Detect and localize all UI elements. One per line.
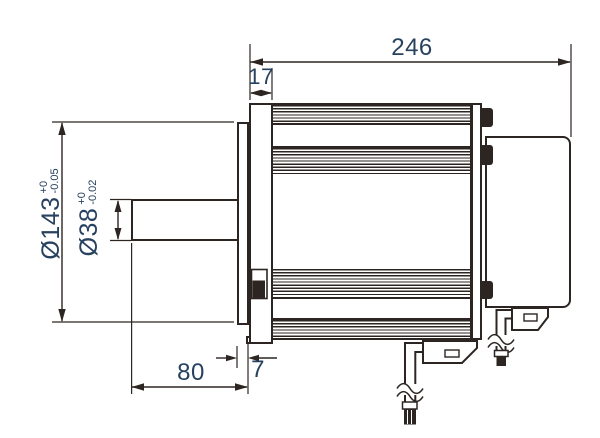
cable-connector-left-stripes [407, 410, 412, 424]
arrow-7-left [226, 354, 237, 362]
arrow-80-left [131, 383, 144, 391]
arrow-246-right [558, 58, 571, 66]
cable-gland-body-detail [444, 349, 460, 358]
flange-diameter-label: Ø143 +0 -0.05 [36, 153, 66, 275]
overall-length-label: 246 [391, 34, 433, 61]
cable-gland-body [422, 340, 478, 364]
arrow-7-right [248, 354, 259, 362]
flange-thickness-label: 7 [251, 356, 265, 383]
rear-end-plate [471, 103, 482, 340]
front-housing-boss-fill [252, 280, 265, 298]
fin-band-bottom-1 [273, 269, 470, 299]
terminal-box [485, 136, 571, 308]
arrow-80-right [235, 383, 248, 391]
shaft-length-label: 80 [177, 359, 205, 386]
terminal-stud-1 [480, 108, 493, 127]
cable-break-symbol-right-2 [487, 341, 515, 354]
fin-band-top-2 [273, 146, 470, 176]
cable-break-symbol-left-1 [396, 382, 424, 395]
flange-diameter-tolerance: +0 -0.05 [37, 168, 62, 194]
mounting-flange-plate [237, 122, 249, 325]
cable-break-symbol-right-1 [487, 333, 515, 346]
arrow-d143-bottom [58, 309, 66, 322]
shaft-diameter-label: Ø38 +0 -0.02 [74, 163, 104, 273]
arrow-246-left [250, 58, 263, 66]
flange-diameter-value: Ø143 [36, 196, 65, 260]
terminal-stud-2 [480, 145, 493, 165]
arrow-d143-top [58, 122, 66, 135]
cable-connector-left-collar [401, 401, 418, 410]
cable-gland-box [511, 307, 549, 331]
arrow-d38-bottom [114, 228, 122, 240]
terminal-stud-3 [480, 281, 493, 299]
motor-shaft [131, 199, 239, 241]
cable-connector-right [496, 356, 506, 366]
cable-connector-right-collar [493, 349, 509, 358]
cable-connector-left [404, 408, 416, 425]
fin-band-top-1 [273, 105, 470, 125]
cable-break-gap-left [396, 384, 422, 395]
finned-motor-body [271, 103, 472, 340]
arrow-17-left [250, 89, 261, 97]
shaft-diameter-value: Ø38 [74, 207, 103, 257]
front-housing-width-label: 17 [248, 64, 274, 89]
power-cable-left-inner [414, 351, 423, 403]
cable-break-symbol-left-2 [396, 390, 424, 403]
shaft-diameter-tolerance: +0 -0.02 [75, 179, 100, 205]
power-cable-left [404, 342, 423, 403]
arrow-17-right [261, 89, 272, 97]
cable-gland-box-detail [523, 313, 538, 322]
arrow-d38-top [114, 200, 122, 212]
fin-band-bottom-2 [273, 318, 470, 338]
